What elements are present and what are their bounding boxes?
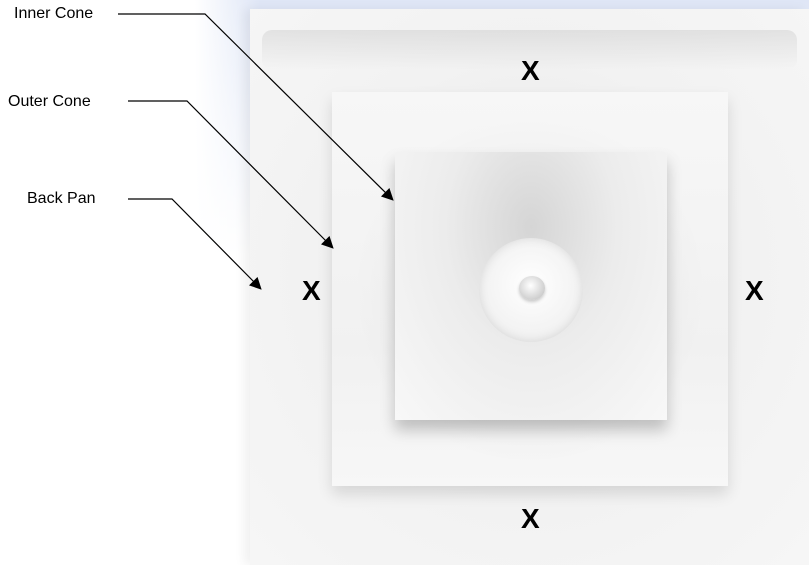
label-inner-cone: Inner Cone — [14, 5, 93, 23]
x-mark-right: X — [745, 275, 764, 307]
x-mark-bottom: X — [521, 503, 540, 535]
label-outer-cone: Outer Cone — [8, 93, 91, 111]
label-back-pan: Back Pan — [27, 190, 95, 208]
back-pan-leader — [128, 199, 260, 288]
x-mark-top: X — [521, 55, 540, 87]
inner-cone-leader — [118, 14, 392, 199]
x-mark-left: X — [302, 275, 321, 307]
outer-cone-leader — [128, 101, 332, 247]
